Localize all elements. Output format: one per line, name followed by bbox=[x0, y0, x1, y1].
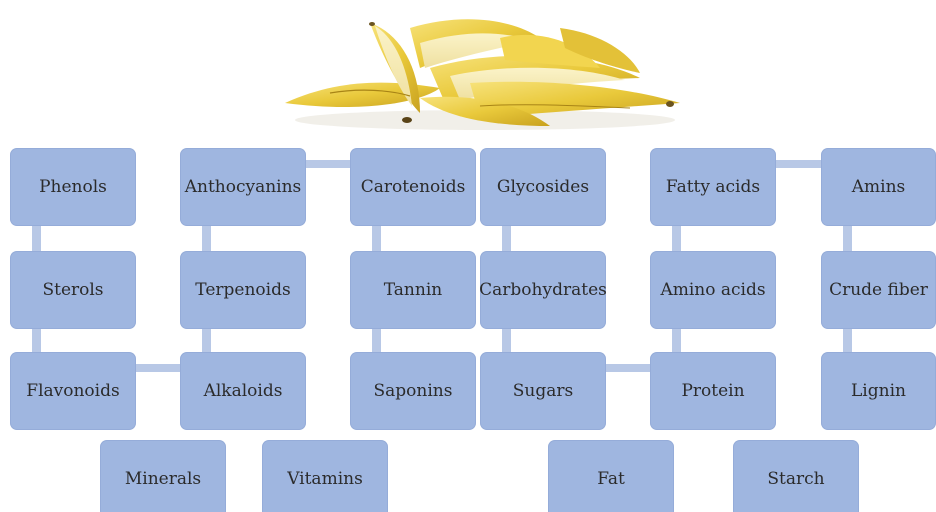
node-minerals: Minerals bbox=[100, 440, 226, 512]
node-terpenoids: Terpenoids bbox=[180, 251, 306, 329]
connector-crude-fiber-lignin bbox=[843, 327, 852, 354]
node-flavonoids: Flavonoids bbox=[10, 352, 136, 430]
node-lignin: Lignin bbox=[821, 352, 936, 430]
node-starch: Starch bbox=[733, 440, 859, 512]
node-amino-acids: Amino acids bbox=[650, 251, 776, 329]
connector-tannin-saponins bbox=[372, 327, 381, 354]
connector-sterols-flavonoids bbox=[32, 327, 41, 354]
node-saponins: Saponins bbox=[350, 352, 476, 430]
node-carbohydrates: Carbohydrates bbox=[480, 251, 606, 329]
node-anthocyanins: Anthocyanins bbox=[180, 148, 306, 226]
node-phenols: Phenols bbox=[10, 148, 136, 226]
node-carotenoids: Carotenoids bbox=[350, 148, 476, 226]
node-vitamins: Vitamins bbox=[262, 440, 388, 512]
node-amins: Amins bbox=[821, 148, 936, 226]
node-glycosides: Glycosides bbox=[480, 148, 606, 226]
node-sugars: Sugars bbox=[480, 352, 606, 430]
node-alkaloids: Alkaloids bbox=[180, 352, 306, 430]
connector-terpenoids-alkaloids bbox=[202, 327, 211, 354]
node-fatty-acids: Fatty acids bbox=[650, 148, 776, 226]
connector-flavonoids-alkaloids bbox=[134, 364, 182, 372]
connector-anthocyanins-terpenoids bbox=[202, 224, 211, 253]
connector-phenols-sterols bbox=[32, 224, 41, 253]
connector-anthocyanins-carotenoids bbox=[304, 160, 352, 168]
node-sterols: Sterols bbox=[10, 251, 136, 329]
node-fat: Fat bbox=[548, 440, 674, 512]
connector-fatty-acids-amins bbox=[774, 160, 823, 168]
connector-amins-crude-fiber bbox=[843, 224, 852, 253]
connector-fatty-acids-amino-acids bbox=[672, 224, 681, 253]
node-tannin: Tannin bbox=[350, 251, 476, 329]
banana-peel-illustration bbox=[270, 8, 700, 133]
node-protein: Protein bbox=[650, 352, 776, 430]
connector-glycosides-carbohydrates bbox=[502, 224, 511, 253]
connector-carbohydrates-sugars bbox=[502, 327, 511, 354]
connector-amino-acids-protein bbox=[672, 327, 681, 354]
connector-carotenoids-tannin bbox=[372, 224, 381, 253]
connector-sugars-protein bbox=[604, 364, 652, 372]
node-crude-fiber: Crude fiber bbox=[821, 251, 936, 329]
